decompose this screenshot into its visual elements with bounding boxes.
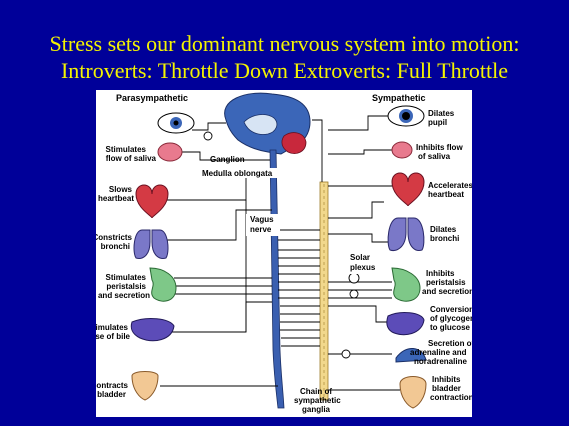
right-adrenal-label-2: adrenaline and <box>410 348 467 357</box>
stomach-icon-left <box>150 268 176 301</box>
solar-plexus-label-1: Solar <box>350 253 370 262</box>
brain-icon <box>225 93 310 154</box>
left-stomach-label-1: Stimulates <box>106 273 147 282</box>
spinal-cord <box>270 150 284 408</box>
vagus-label-1: Vagus <box>250 215 274 224</box>
eye-icon-right <box>388 106 424 126</box>
right-bronchi-label-1: Dilates <box>430 225 457 234</box>
lungs-icon-left <box>134 230 168 258</box>
heart-icon-left <box>136 185 168 218</box>
sympathetic-header: Sympathetic <box>372 93 426 103</box>
left-stomach-label-3: and secretion <box>98 291 150 300</box>
sympathetic-chain <box>320 182 328 400</box>
chain-label-1: Chain of <box>300 387 332 396</box>
left-bronchi-label-1: Constricts <box>96 233 133 242</box>
right-heart-label-2: heartbeat <box>428 190 464 199</box>
slide-title-line-1: Stress sets our dominant nervous system … <box>0 31 569 57</box>
right-bladder-label-2: bladder <box>432 384 461 393</box>
left-bladder-label-1: Contracts <box>96 381 129 390</box>
heart-icon-right <box>392 173 424 206</box>
right-saliva-label-2: of saliva <box>418 152 451 161</box>
right-stomach-label-1: Inhibits <box>426 269 455 278</box>
salivary-gland-icon-right <box>392 142 412 158</box>
chain-label-3: ganglia <box>302 405 331 414</box>
liver-icon-left <box>131 319 174 341</box>
bladder-icon-left <box>132 372 158 401</box>
parasympathetic-header: Parasympathetic <box>116 93 188 103</box>
right-bronchi-label-2: bronchi <box>430 234 459 243</box>
chain-label-2: sympathetic <box>294 396 341 405</box>
left-stomach-label-2: peristalsis <box>106 282 146 291</box>
right-saliva-label-1: Inhibits flow <box>416 143 463 152</box>
left-bronchi-label-2: bronchi <box>101 242 130 251</box>
bladder-icon-right <box>400 377 426 409</box>
right-pupil-label-1: Dilates <box>428 109 455 118</box>
vagus-label-2: nerve <box>250 225 272 234</box>
stomach-icon-right <box>392 268 420 301</box>
ganglion-label: Ganglion <box>210 155 245 164</box>
right-stomach-label-2: peristalsis <box>426 278 466 287</box>
liver-icon-right <box>387 313 424 335</box>
right-pupil-label-2: pupil <box>428 118 447 127</box>
slide-title-line-2: Introverts: Throttle Down Extroverts: Fu… <box>0 58 569 84</box>
right-adrenal-label-1: Secretion of <box>428 339 472 348</box>
right-stomach-label-3: and secretion <box>422 287 472 296</box>
right-heart-label-1: Accelerates <box>428 181 472 190</box>
medulla-label: Medulla oblongata <box>202 169 273 178</box>
left-bladder-label-2: bladder <box>97 390 126 399</box>
left-heart-label-1: Slows <box>109 185 133 194</box>
right-bladder-label-3: contraction <box>430 393 472 402</box>
lungs-icon-right <box>388 218 424 250</box>
salivary-gland-icon-left <box>158 143 182 161</box>
left-heart-label-2: heartbeat <box>98 194 134 203</box>
right-adrenal-label-3: noradrenaline <box>414 357 467 366</box>
left-liver-label-1: Stimulates <box>96 323 129 332</box>
right-liver-label-1: Conversion <box>430 305 472 314</box>
eye-icon-left <box>158 113 194 133</box>
nervous-system-diagram: Parasympathetic Sympathetic <box>96 90 472 417</box>
right-bladder-label-1: Inhibits <box>432 375 461 384</box>
left-saliva-label-1: Stimulates <box>106 145 147 154</box>
solar-plexus-label-2: plexus <box>350 263 376 272</box>
right-liver-label-2: of glycogen <box>430 314 472 323</box>
right-liver-label-3: to glucose <box>430 323 471 332</box>
left-saliva-label-2: flow of saliva <box>106 154 157 163</box>
left-liver-label-2: release of bile <box>96 332 131 341</box>
